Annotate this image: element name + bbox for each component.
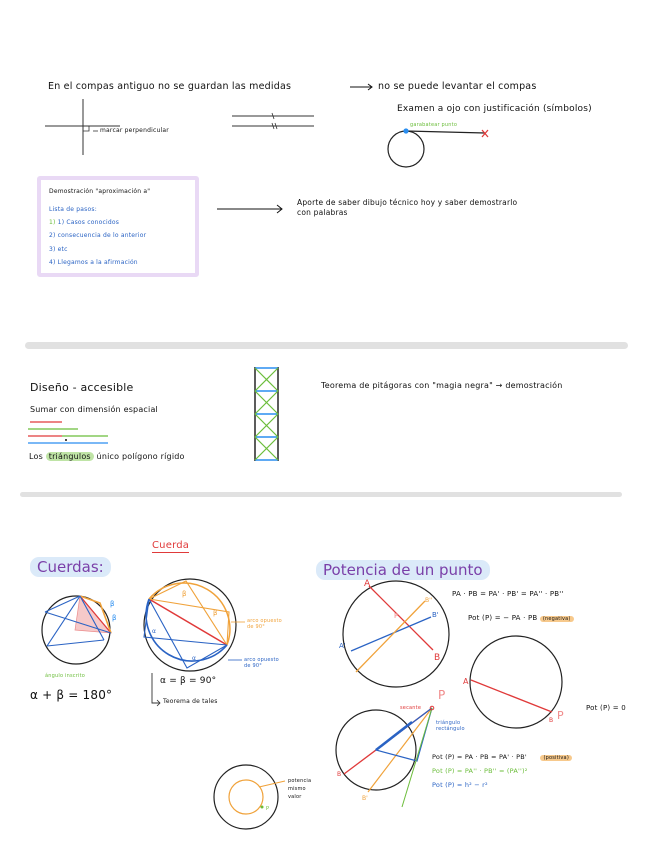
callout-item: 1) 1) Casos conocidos	[49, 219, 120, 226]
svg-text:B': B'	[362, 795, 368, 802]
svg-text:B'': B''	[425, 597, 433, 604]
thales-label: Teorema de tales	[163, 698, 218, 705]
callout-subtitle: Lista de pasos:	[49, 206, 97, 213]
inscribed-angle-label: ángulo inscrito	[45, 673, 85, 679]
demonstration-callout: Demostración "aproximación a" Lista de p…	[37, 176, 199, 277]
compas-note: no se puede levantar el compas	[378, 81, 537, 92]
triangles-note: Los triángulos único polígono rígido	[29, 452, 185, 461]
x-mark-icon	[481, 129, 489, 138]
perpendicular-label: marcar perpendicular	[100, 127, 169, 134]
design-subtitle: Sumar con dimensión espacial	[30, 405, 158, 414]
svg-text:P: P	[266, 806, 269, 812]
svg-text:A': A'	[339, 642, 346, 650]
callout-item: 2) consecuencia de lo anterior	[49, 232, 147, 239]
svg-text:B: B	[434, 653, 440, 663]
svg-text:P: P	[557, 709, 564, 722]
alpha-beta-sum: α + β = 180°	[30, 688, 113, 702]
callout-title: Demostración "aproximación a"	[49, 188, 151, 195]
svg-text:β: β	[213, 609, 217, 617]
svg-text:P: P	[394, 612, 398, 620]
svg-text:β: β	[182, 590, 186, 598]
svg-text:β: β	[112, 614, 116, 622]
svg-text:A: A	[364, 579, 371, 589]
power-equation-6: Pot (P) = h² − r²	[432, 781, 488, 789]
svg-text:B: B	[337, 771, 341, 778]
power-equation-5: Pot (P) = PA'' · PB'' = (PA'')²	[432, 767, 528, 775]
svg-text:B: B	[549, 717, 553, 724]
cuerda-title: Cuerda	[152, 540, 190, 553]
power-equation-3: Pot (P) = 0	[586, 704, 626, 712]
callout-note-line2: con palabras	[297, 208, 348, 217]
potencia-title: Potencia de un punto	[316, 560, 490, 580]
callout-item: 3) etc	[49, 246, 68, 253]
design-title: Diseño - accesible	[30, 381, 134, 394]
section-divider	[25, 342, 628, 349]
power-equation-1: PA · PB = PA' · PB' = PA'' · PB''	[452, 590, 564, 598]
callout-item: 4) Llegamos a la afirmación	[49, 259, 138, 266]
exam-note: Examen a ojo con justificación (símbolos…	[397, 104, 592, 114]
svg-text:β: β	[110, 600, 114, 608]
svg-text:B': B'	[432, 611, 439, 619]
svg-text:α: α	[192, 655, 196, 662]
callout-note-line1: Aporte de saber dibujo técnico hoy y sab…	[297, 198, 518, 207]
svg-text:α: α	[152, 628, 156, 635]
svg-text:P: P	[438, 688, 445, 702]
compas-title-line: En el compas antiguo no se guardan las m…	[48, 81, 292, 92]
section-divider	[20, 492, 622, 497]
secante-label: secante	[400, 705, 422, 711]
tangent-label: garabatear punto	[410, 122, 458, 128]
power-equation-2: Pot (P) = − PA · PB (negativa)	[468, 614, 574, 622]
power-equation-4: Pot (P) = PA · PB = PA' · PB' (positiva)	[432, 753, 572, 761]
cuerdas-title: Cuerdas:	[30, 557, 111, 577]
svg-text:A: A	[463, 677, 469, 686]
right-angle-equation: α = β = 90°	[160, 676, 217, 686]
pythagoras-note: Teorema de pitágoras con "magia negra" →…	[321, 381, 563, 390]
